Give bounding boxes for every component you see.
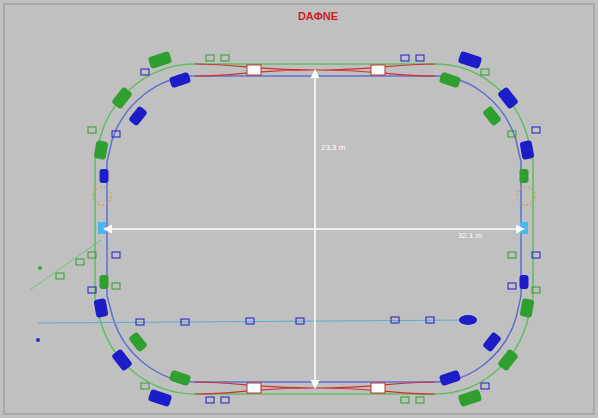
quadrupole-magnet	[221, 397, 229, 403]
transfer-line	[30, 240, 101, 290]
wiggler-ring	[93, 187, 111, 205]
quadrupole-magnet	[508, 283, 516, 289]
dimension-label: 23.3 m	[321, 144, 345, 153]
quadrupole-magnet	[206, 397, 214, 403]
injection-septum	[98, 222, 106, 234]
detector-block	[371, 65, 385, 75]
dimension-line	[104, 228, 524, 230]
dipole-magnet	[148, 51, 173, 69]
quadrupole-magnet	[76, 259, 84, 265]
dipole-magnet	[520, 275, 529, 289]
dipole-magnet	[94, 298, 109, 318]
quadrupole-magnet	[532, 287, 540, 293]
quadrupole-magnet	[426, 317, 434, 323]
quadrupole-magnet	[136, 319, 144, 325]
electron-ring	[95, 64, 533, 394]
dipole-magnet	[439, 370, 461, 387]
beam-marker	[36, 338, 40, 342]
quadrupole-magnet	[112, 252, 120, 258]
dipole-magnet	[111, 86, 133, 109]
dipole-magnet	[497, 86, 519, 109]
detector-block	[247, 65, 261, 75]
quadrupole-magnet	[416, 55, 424, 61]
dipole-magnet	[100, 275, 109, 289]
quadrupole-magnet	[508, 131, 516, 137]
injection-magnet	[459, 315, 477, 325]
quadrupole-magnet	[401, 397, 409, 403]
quadrupole-magnet	[112, 283, 120, 289]
detector-block	[371, 383, 385, 393]
dipole-magnet	[169, 72, 191, 89]
quadrupole-magnet	[181, 319, 189, 325]
quadrupole-magnet	[296, 318, 304, 324]
dipole-magnet	[482, 106, 502, 127]
quadrupole-magnet	[246, 318, 254, 324]
quadrupole-magnet	[88, 287, 96, 293]
dipole-magnet	[497, 348, 519, 371]
quadrupole-magnet	[401, 55, 409, 61]
dimension-label: 32.1 m	[458, 232, 482, 241]
quadrupole-magnet	[112, 131, 120, 137]
dipole-magnet	[111, 348, 133, 371]
dipole-magnet	[128, 106, 148, 127]
dipole-magnet	[148, 389, 173, 407]
wiggler-ring	[517, 187, 535, 205]
dipole-magnet	[458, 389, 483, 407]
dipole-magnet	[482, 332, 502, 353]
quadrupole-magnet	[88, 252, 96, 258]
frame	[4, 4, 594, 414]
quadrupole-magnet	[56, 273, 64, 279]
quadrupole-magnet	[141, 383, 149, 389]
dipole-magnet	[94, 140, 109, 160]
dipole-magnet	[520, 140, 535, 160]
quadrupole-magnet	[481, 69, 489, 75]
detector-block	[247, 383, 261, 393]
dipole-magnet	[439, 72, 461, 89]
dipole-magnet	[128, 332, 148, 353]
quadrupole-magnet	[508, 252, 516, 258]
beam-marker	[38, 266, 42, 270]
diagram-title: DAΦNE	[298, 10, 338, 22]
quadrupole-magnet	[88, 127, 96, 133]
quadrupole-magnet	[141, 69, 149, 75]
dipole-magnet	[520, 298, 535, 318]
injection-septum	[520, 222, 528, 234]
dipole-magnet	[169, 370, 191, 387]
dipole-magnet	[100, 169, 109, 183]
dipole-magnet	[520, 169, 529, 183]
quadrupole-magnet	[416, 397, 424, 403]
dipole-magnet	[458, 51, 483, 69]
quadrupole-magnet	[206, 55, 214, 61]
quadrupole-magnet	[481, 383, 489, 389]
quadrupole-magnet	[391, 317, 399, 323]
quadrupole-magnet	[532, 252, 540, 258]
quadrupole-magnet	[221, 55, 229, 61]
quadrupole-magnet	[532, 127, 540, 133]
